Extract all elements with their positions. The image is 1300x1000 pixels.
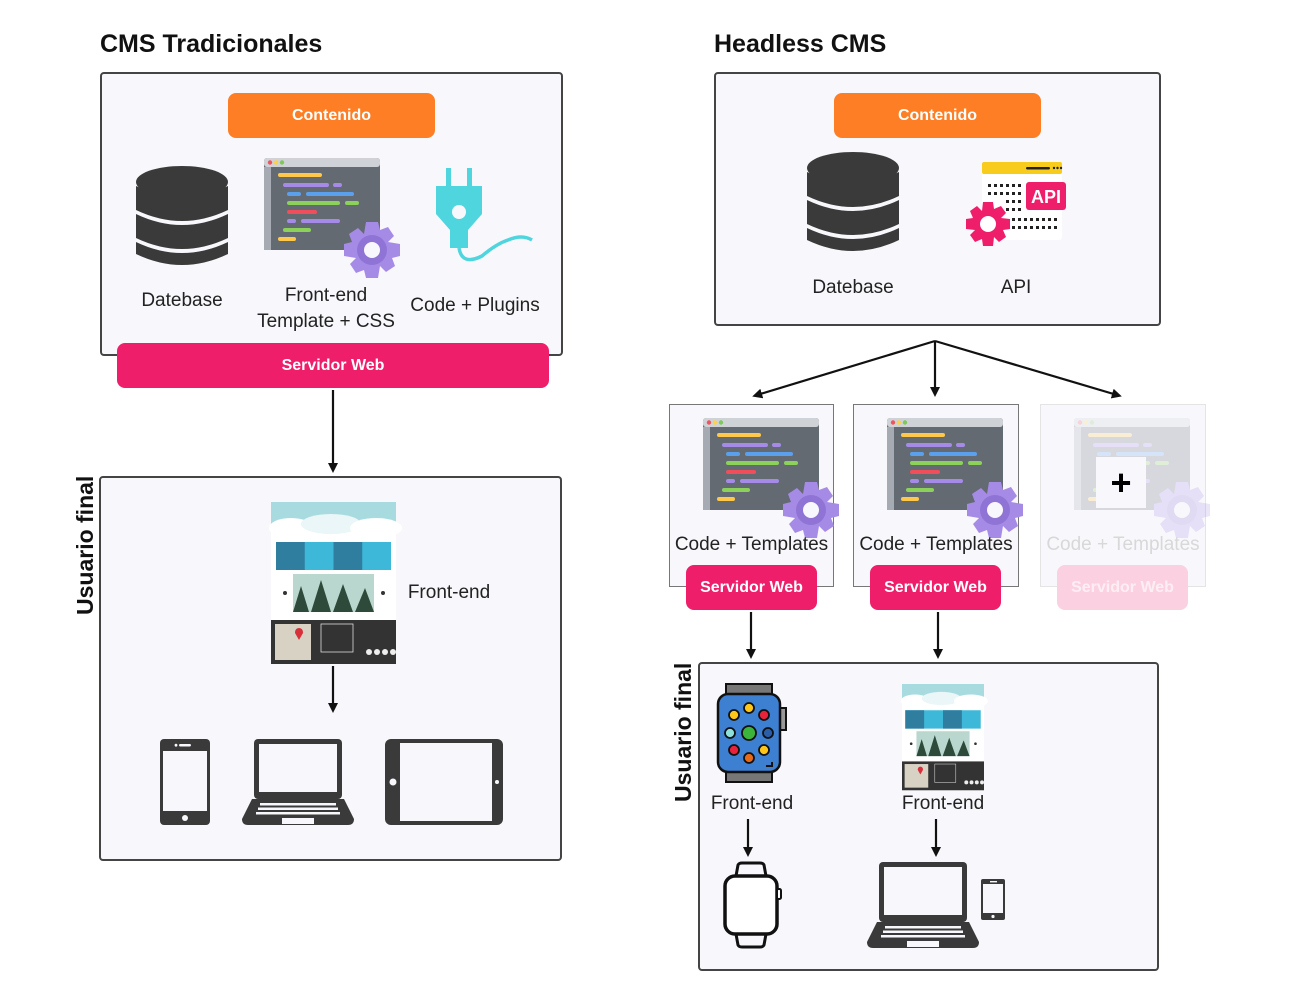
- traditional-frontend-output-label: Front-end: [407, 582, 491, 603]
- web-frontend-label: Front-end: [901, 793, 985, 814]
- channel-1-label: Code + Templates: [674, 534, 829, 555]
- smartphone-icon: [160, 739, 210, 825]
- channel-1-server-box: Servidor Web: [686, 565, 817, 610]
- headless-cms-title: Headless CMS: [714, 30, 887, 58]
- headless-api-label: API: [1000, 277, 1032, 298]
- api-badge-text: API: [1031, 187, 1061, 207]
- headless-database-label: Datebase: [812, 277, 894, 298]
- smartphone-icon: [981, 879, 1005, 920]
- channel-3-server-box: Servidor Web: [1057, 565, 1188, 610]
- traditional-cms-title: CMS Tradicionales: [100, 30, 323, 58]
- watch-frontend-label: Front-end: [710, 793, 794, 814]
- plug-icon: [436, 168, 533, 262]
- frontend-label-line1: Front-end: [284, 285, 368, 306]
- add-channel-plus-icon: +: [1096, 457, 1146, 508]
- channel-2-label: Code + Templates: [859, 534, 1013, 555]
- smartwatch-app-icon: [716, 683, 787, 783]
- frontend-label-line2: Template + CSS: [257, 311, 395, 332]
- traditional-content-box: Contenido: [228, 93, 435, 138]
- channel-3-label: Code + Templates: [1046, 534, 1200, 555]
- smartwatch-icon: [723, 861, 782, 949]
- traditional-database-label: Datebase: [141, 290, 223, 311]
- laptop-icon: [867, 862, 979, 948]
- traditional-plugins-label: Code + Plugins: [410, 295, 540, 316]
- headless-content-box: Contenido: [834, 93, 1041, 138]
- channel-2-server-box: Servidor Web: [870, 565, 1001, 610]
- api-icon: API: [966, 162, 1066, 246]
- tablet-icon: [385, 739, 503, 825]
- traditional-server-box: Servidor Web: [117, 343, 549, 388]
- traditional-frontend-label: Front-end Template + CSS: [246, 283, 406, 335]
